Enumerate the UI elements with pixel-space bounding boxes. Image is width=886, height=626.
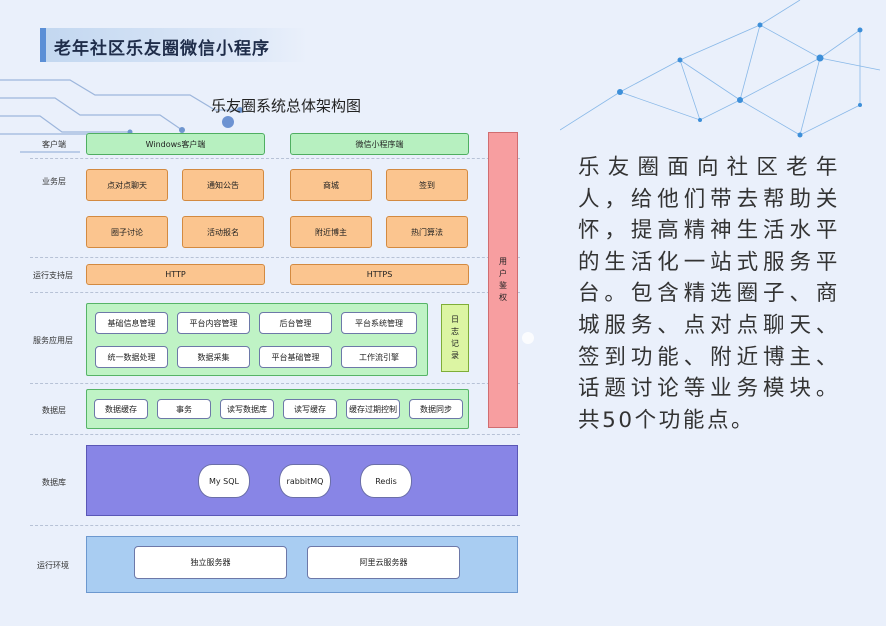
service-module-box: 数据采集 <box>177 346 250 368</box>
log-record-label: 日志记录 <box>451 315 459 360</box>
data-module-box: 事务 <box>157 399 211 419</box>
business-module-box: 通知公告 <box>182 169 264 201</box>
service-module-box: 基础信息管理 <box>95 312 168 334</box>
layer-label-data: 数据层 <box>42 406 66 415</box>
data-layer-panel <box>86 389 469 429</box>
wechat-miniprogram-box: 微信小程序端 <box>290 133 469 155</box>
layer-label-client: 客户端 <box>42 140 66 149</box>
rabbitmq-cylinder: rabbitMQ <box>279 464 331 498</box>
user-auth-label: 用户鉴权 <box>499 257 507 302</box>
business-module-box: 商城 <box>290 169 372 201</box>
layer-divider <box>30 434 520 435</box>
layer-label-runtime-support: 运行支持层 <box>33 271 73 280</box>
layer-label-database: 数据库 <box>42 478 66 487</box>
http-box: HTTP <box>86 264 265 285</box>
service-module-box: 平台内容管理 <box>177 312 250 334</box>
layer-divider <box>30 292 520 293</box>
user-auth-box: 用户鉴权 <box>488 132 518 428</box>
layer-divider <box>30 257 520 258</box>
https-box: HTTPS <box>290 264 469 285</box>
service-module-box: 平台系统管理 <box>341 312 417 334</box>
glow-dot <box>522 332 534 344</box>
service-module-box: 平台基础管理 <box>259 346 332 368</box>
log-record-box: 日志记录 <box>441 304 469 372</box>
business-module-box: 热门算法 <box>386 216 468 248</box>
service-module-box: 工作流引擎 <box>341 346 417 368</box>
service-module-box: 后台管理 <box>259 312 332 334</box>
mysql-cylinder: My SQL <box>198 464 250 498</box>
business-module-box: 圈子讨论 <box>86 216 168 248</box>
windows-client-box: Windows客户端 <box>86 133 265 155</box>
data-module-box: 读写数据库 <box>220 399 274 419</box>
header-banner: 老年社区乐友圈微信小程序 <box>40 28 308 62</box>
layer-divider <box>30 383 520 384</box>
data-module-box: 缓存过期控制 <box>346 399 400 419</box>
business-module-box: 活动报名 <box>182 216 264 248</box>
layer-label-service-app: 服务应用层 <box>33 336 73 345</box>
data-module-box: 读写缓存 <box>283 399 337 419</box>
page-title: 老年社区乐友圈微信小程序 <box>54 39 270 59</box>
header-accent <box>40 28 46 62</box>
layer-divider <box>30 525 520 526</box>
layer-divider <box>30 158 520 159</box>
business-module-box: 附近博主 <box>290 216 372 248</box>
network-decoration-right <box>560 0 881 138</box>
business-module-box: 点对点聊天 <box>86 169 168 201</box>
description-text: 乐友圈面向社区老年人，给他们带去帮助关怀，提高精神生活水平的生活化一站式服务平台… <box>578 155 840 433</box>
business-module-box: 签到 <box>386 169 468 201</box>
data-module-box: 数据缓存 <box>94 399 148 419</box>
layer-label-environment: 运行环境 <box>37 561 69 570</box>
redis-cylinder: Redis <box>360 464 412 498</box>
diagram-title: 乐友圈系统总体架构图 <box>210 97 361 115</box>
aliyun-server-box: 阿里云服务器 <box>307 546 460 579</box>
layer-label-business: 业务层 <box>42 177 66 186</box>
standalone-server-box: 独立服务器 <box>134 546 287 579</box>
data-module-box: 数据同步 <box>409 399 463 419</box>
service-module-box: 统一数据处理 <box>95 346 168 368</box>
